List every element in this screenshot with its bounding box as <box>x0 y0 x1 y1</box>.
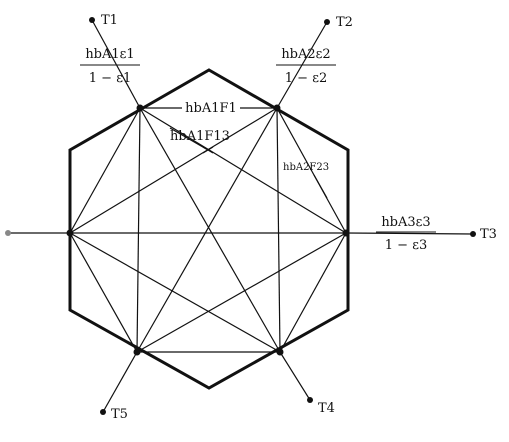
label-t4: T4 <box>318 401 335 416</box>
surface-resistance-3: hbA3ε3 1 − ε3 <box>376 215 436 253</box>
terminal-dot-t5 <box>100 409 106 415</box>
edge-n1-n3 <box>139 107 347 234</box>
space-resistance-23: hbA2F23 <box>283 162 329 173</box>
lead-t4 <box>279 351 311 401</box>
edge-n2-n5 <box>136 107 278 353</box>
node-2 <box>273 104 281 112</box>
surface-resistance-2-denominator: 1 − ε2 <box>285 71 327 86</box>
surface-resistance-1-denominator: 1 − ε1 <box>89 71 131 86</box>
edge-n4-n6 <box>69 232 281 353</box>
cross-marker-b <box>202 146 214 154</box>
space-resistance-13: hbA1F13 <box>170 129 230 144</box>
pointer-hbA2F23 <box>313 174 328 199</box>
node-4 <box>276 348 284 356</box>
label-t5: T5 <box>111 407 128 422</box>
node-3 <box>342 229 350 237</box>
edge-n5-n6 <box>69 232 138 353</box>
edge-n3-n4 <box>279 232 347 353</box>
node-5 <box>133 348 141 356</box>
terminal-dot-t4 <box>307 397 313 403</box>
surface-resistance-2-numerator: hbA2ε2 <box>281 47 330 62</box>
edge-n1-n4 <box>139 107 281 353</box>
edge-n2-n6 <box>69 107 278 234</box>
enclosure-hexagon <box>68 68 350 390</box>
surface-resistance-1: hbA1ε1 1 − ε1 <box>80 47 140 86</box>
terminal-dot-t3 <box>470 231 476 237</box>
edge-n2-n4 <box>276 107 281 353</box>
terminal-dot-left <box>5 230 11 236</box>
label-t3: T3 <box>480 227 497 242</box>
label-t2: T2 <box>336 15 353 30</box>
terminal-dot-t2 <box>324 19 330 25</box>
pointer-hbA1F13 <box>169 127 209 151</box>
node-6 <box>66 229 74 237</box>
space-resistance-12: hbA1F1 <box>185 101 237 116</box>
surface-resistance-3-denominator: 1 − ε3 <box>385 238 427 253</box>
surface-resistance-1-numerator: hbA1ε1 <box>85 47 134 62</box>
surface-resistance-3-numerator: hbA3ε3 <box>381 215 430 230</box>
surface-resistance-2: hbA2ε2 1 − ε2 <box>276 47 336 86</box>
label-t1: T1 <box>101 13 118 28</box>
label-bg-hbA1F1 <box>182 100 240 116</box>
edge-n2-n3 <box>276 107 347 234</box>
node-1 <box>136 104 144 112</box>
terminal-dot-t1 <box>89 17 95 23</box>
lead-t3 <box>345 232 474 235</box>
lead-t1 <box>91 19 141 109</box>
edge-n6-n1 <box>69 107 141 234</box>
edge-n1-n5 <box>136 107 141 353</box>
edge-n3-n5 <box>136 232 347 353</box>
network-nodes <box>5 17 476 415</box>
lead-t5 <box>102 351 138 413</box>
